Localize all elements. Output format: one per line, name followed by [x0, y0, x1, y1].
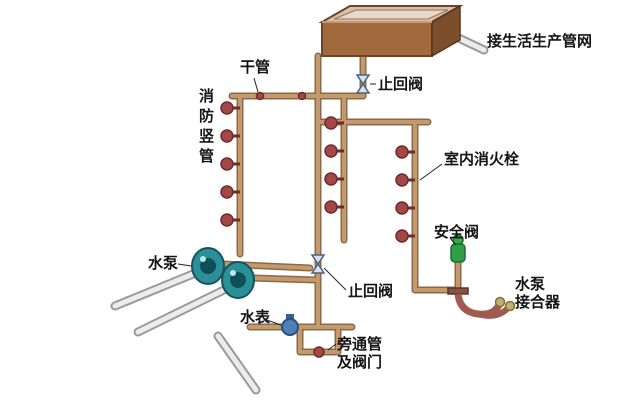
- label-bypass: 旁通管 及阀门: [337, 336, 382, 372]
- label-check-valve-mid: 止回阀: [348, 283, 394, 300]
- check-valve-top-icon: [355, 74, 371, 94]
- pipes: [220, 54, 460, 354]
- label-water-meter: 水表: [240, 309, 271, 326]
- label-bypass-line1: 旁通管: [337, 336, 383, 353]
- label-check-valve-top: 止回阀: [378, 76, 424, 93]
- water-meter-icon: [281, 314, 299, 336]
- pipes-outline: [218, 52, 462, 356]
- hydrant-outlets: [220, 91, 415, 358]
- pump-2-icon: [221, 261, 255, 299]
- safety-valve-icon: [450, 234, 466, 263]
- label-indoor-hydrant: 室内消火栓: [444, 151, 520, 168]
- label-water-pump: 水泵: [148, 255, 179, 272]
- label-bypass-line2: 及阀门: [337, 354, 383, 371]
- check-valve-mid-icon: [310, 254, 326, 274]
- pump-adapter-icon: [447, 287, 516, 319]
- label-supply-network: 接生活生产管网: [487, 33, 593, 50]
- leader-lines: [177, 77, 457, 351]
- label-main-pipe: 干管: [240, 59, 271, 76]
- label-safety-valve: 安全阀: [434, 224, 480, 241]
- pump-1-icon: [191, 247, 225, 285]
- label-pump-adapter-line1: 水泵: [515, 276, 546, 293]
- label-fire-riser: 消防竖管: [197, 88, 214, 168]
- label-pump-adapter: 水泵 接合器: [515, 276, 560, 312]
- water-tank: [318, 4, 464, 58]
- label-pump-adapter-line2: 接合器: [515, 294, 561, 311]
